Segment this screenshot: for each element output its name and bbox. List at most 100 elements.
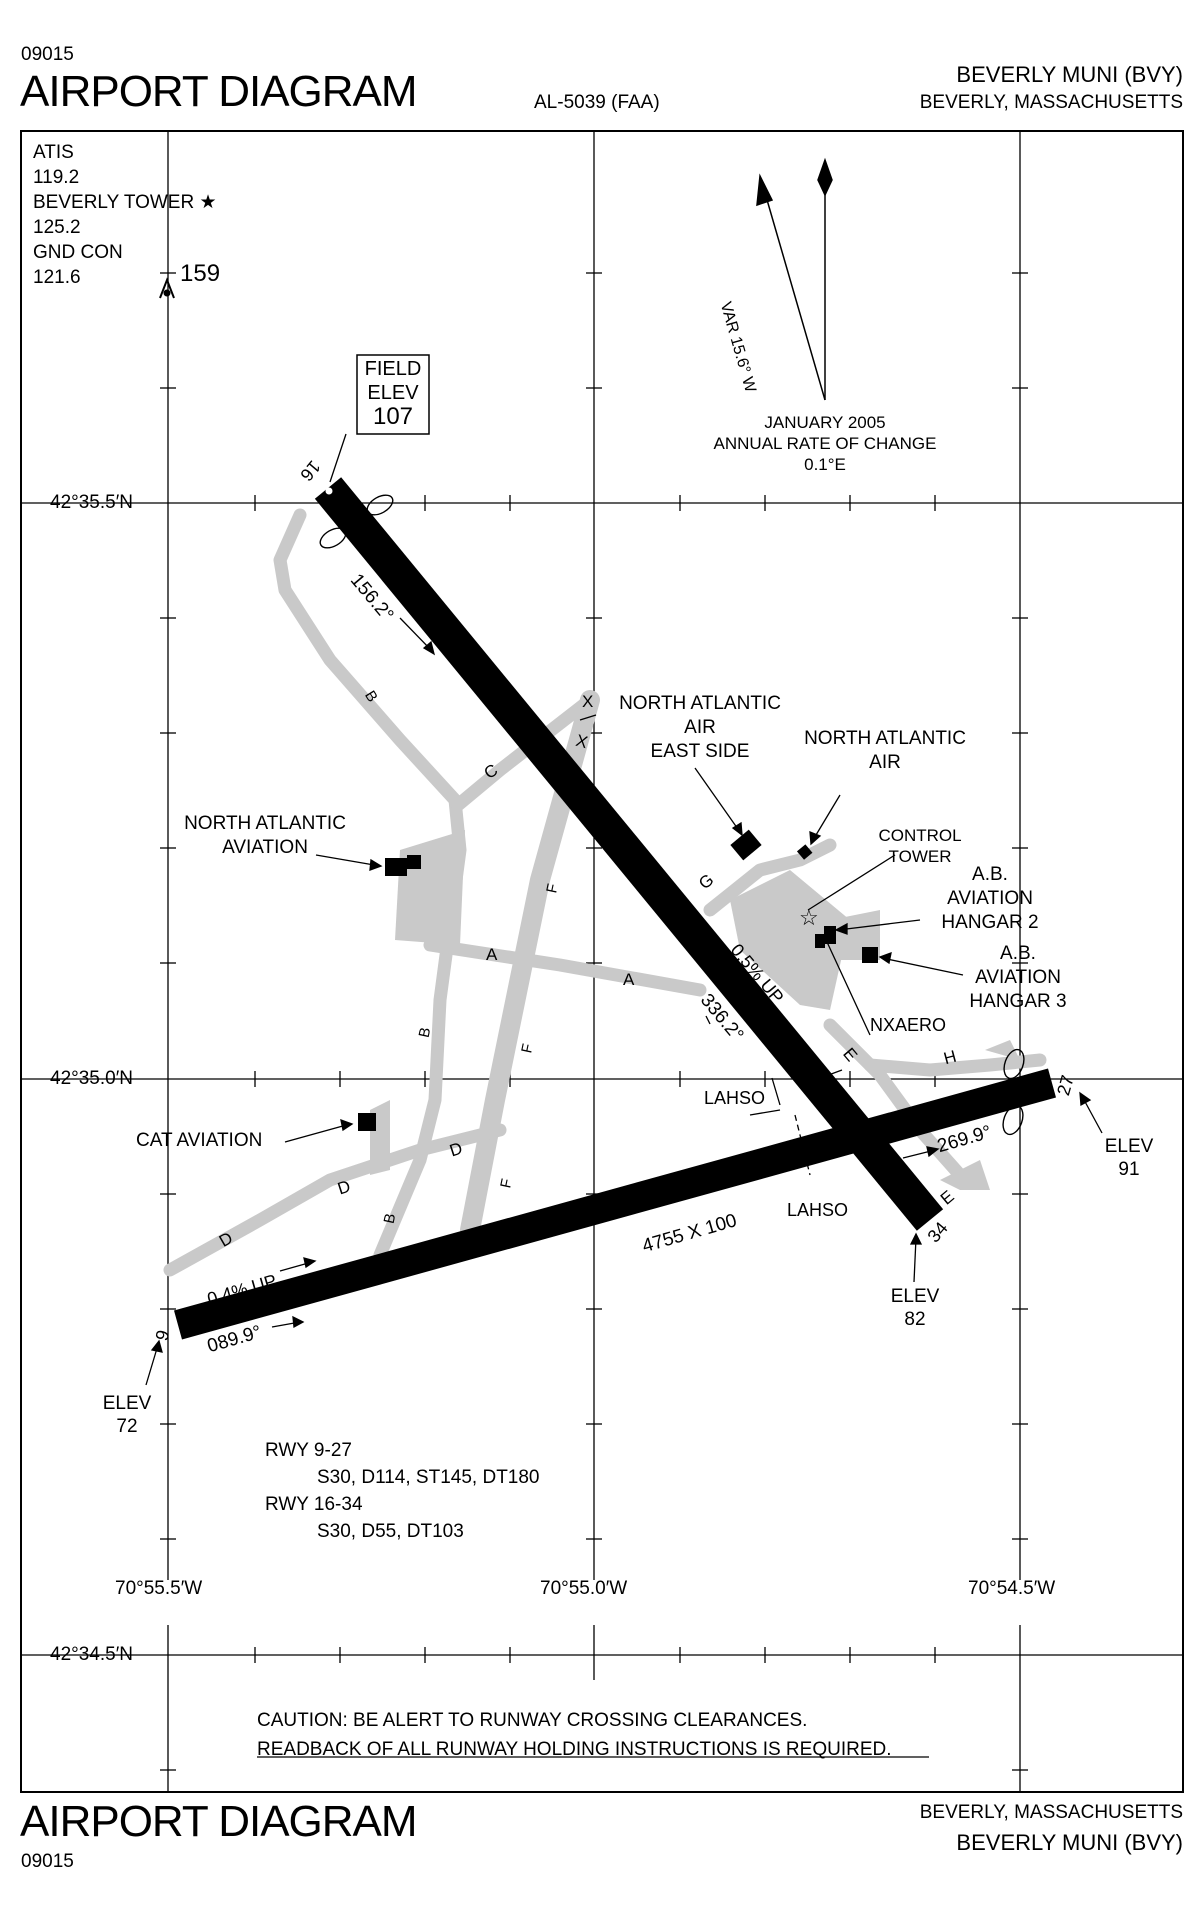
taxiway-label-a-west: A [486,945,498,964]
ab2-line2: AVIATION [947,888,1033,909]
naea-line1: NORTH ATLANTIC [619,693,781,714]
elev-9-label: ELEV [102,1393,152,1414]
chart-title-top: AIRPORT DIAGRAM [20,67,418,116]
apron-east-side [730,870,850,1010]
airport-name-bottom: BEVERLY MUNI (BVY) [956,1830,1183,1855]
lat-label-mid: 42°35.0′N [50,1068,133,1089]
taxiway-e [823,1018,967,1182]
lahso-lines [579,714,843,1176]
apron-cat-aviation [370,1100,390,1175]
magnetic-rate-label: ANNUAL RATE OF CHANGE [713,434,937,453]
ab3-line2: AVIATION [975,967,1061,988]
label-north-atlantic-air: NORTH ATLANTIC AIR [795,727,975,775]
caution-line2: READBACK OF ALL RUNWAY HOLDING INSTRUCTI… [257,1739,892,1760]
chart-frame [20,130,1184,1793]
apron-e-end [940,1160,990,1190]
runway-strength-block: RWY 9-27 S30, D114, ST145, DT180 RWY 16-… [265,1437,540,1545]
taxiway-h [863,1053,1047,1077]
label-ab-hangar-2: A.B. AVIATION HANGAR 2 [930,863,1050,935]
magnetic-north-arrowhead [756,173,774,207]
chart-reference: AL-5039 (FAA) [534,92,660,113]
chart-code-bottom: 09015 [21,1851,74,1872]
building-north-atlantic-aviation [385,858,407,876]
lat-label-bottom: 42°34.5′N [50,1644,133,1665]
chart-code-top: 09015 [21,44,74,65]
buildings [358,829,878,1131]
control-tower-icon: ☆ [799,905,819,930]
taxiway-label-a-east: A [623,970,635,989]
field-elev-value: 107 [372,403,414,430]
ab2-line1: A.B. [972,864,1008,885]
elev-9-value: 72 [116,1416,138,1437]
building-ab-hangar-2 [824,926,836,944]
building-ab-hangar-3 [862,947,878,963]
tower-line1: CONTROL [878,826,962,845]
ab3-line1: A.B. [1000,943,1036,964]
taxiway-label-x-1: X [582,692,594,711]
nav-line2: AVIATION [222,837,308,858]
runway-16-threshold-light [325,487,333,495]
naea-line3: EAST SIDE [650,741,750,762]
taxiway-a [423,938,707,997]
grid-ticks [160,272,1028,1771]
taxiway-c [451,693,597,812]
label-north-atlantic-east-side: NORTH ATLANTIC AIR EAST SIDE [610,692,790,764]
lon-label-right: 70°54.5′W [968,1578,1056,1599]
apron-north-atlantic-aviation [395,830,465,945]
lat-label-top: 42°35.5′N [50,492,133,513]
lahso-label-1: LAHSO [704,1088,766,1108]
runway-34-elevation: ELEV 82 [890,1285,940,1331]
true-north-arrowhead [817,157,833,197]
elev-27-label: ELEV [1104,1136,1154,1157]
obstacle-icon [159,277,175,299]
runway-9-elevation: ELEV 72 [102,1392,152,1438]
freq-gnd-label: GND CON [33,242,123,263]
strength-rwy-9-27-label: RWY 9-27 [265,1440,352,1461]
freq-tower-label: BEVERLY TOWER ★ [33,192,217,213]
runway-27-elevation: ELEV 91 [1104,1135,1154,1181]
strength-rwy-9-27-values: S30, D114, ST145, DT180 [317,1467,540,1488]
runway-16-34 [314,477,944,1231]
leader-arrows [145,617,1103,1386]
label-cat-aviation: CAT AVIATION [136,1130,263,1151]
elev-34-value: 82 [904,1309,926,1330]
elev-27-value: 91 [1118,1159,1140,1180]
label-ab-hangar-3: A.B. AVIATION HANGAR 3 [958,942,1078,1014]
label-north-atlantic-aviation: NORTH ATLANTIC AVIATION [175,812,355,860]
north-arrow [756,157,833,401]
field-elev-line1: FIELD [364,358,422,380]
lighting-symbols [319,494,1025,1136]
naa-line1: NORTH ATLANTIC [804,728,966,749]
taxiway-g [703,838,837,917]
magnetic-rate: 0.1°E [804,455,846,474]
runway-9-27 [173,1068,1057,1340]
freq-atis-label: ATIS [33,142,74,163]
freq-gnd: 121.6 [33,267,81,288]
airport-name-top: BEVERLY MUNI (BVY) [956,62,1183,87]
airport-location-bottom: BEVERLY, MASSACHUSETTS [919,1802,1183,1823]
lon-label-mid: 70°55.0′W [540,1578,628,1599]
caution-line1: CAUTION: BE ALERT TO RUNWAY CROSSING CLE… [257,1710,808,1731]
apron-h-end [985,1040,1020,1060]
taxiway-d [163,1123,507,1277]
ab2-line3: HANGAR 2 [941,912,1039,933]
building-north-atlantic-east-side [730,829,762,861]
building-nxaero [815,934,825,948]
magnetic-date: JANUARY 2005 [764,413,886,432]
field-elevation-text: FIELD ELEV 107 [357,357,429,429]
freq-tower: 125.2 [33,217,81,238]
chart-title-bottom: AIRPORT DIAGRAM [20,1797,418,1846]
nav-line1: NORTH ATLANTIC [184,813,346,834]
obstacle-elevation: 159 [180,260,221,287]
lahso-label-2: LAHSO [787,1200,849,1220]
field-elev-line2: ELEV [367,382,419,404]
field-elevation-box [356,354,430,435]
label-control-tower: CONTROL TOWER [870,825,970,867]
lon-label-left: 70°55.5′W [115,1578,203,1599]
airport-location-top: BEVERLY, MASSACHUSETTS [919,92,1183,113]
caution-notice: CAUTION: BE ALERT TO RUNWAY CROSSING CLE… [257,1706,892,1764]
ab3-line3: HANGAR 3 [969,991,1067,1012]
tower-line2: TOWER [888,847,952,866]
freq-atis: 119.2 [33,167,80,188]
